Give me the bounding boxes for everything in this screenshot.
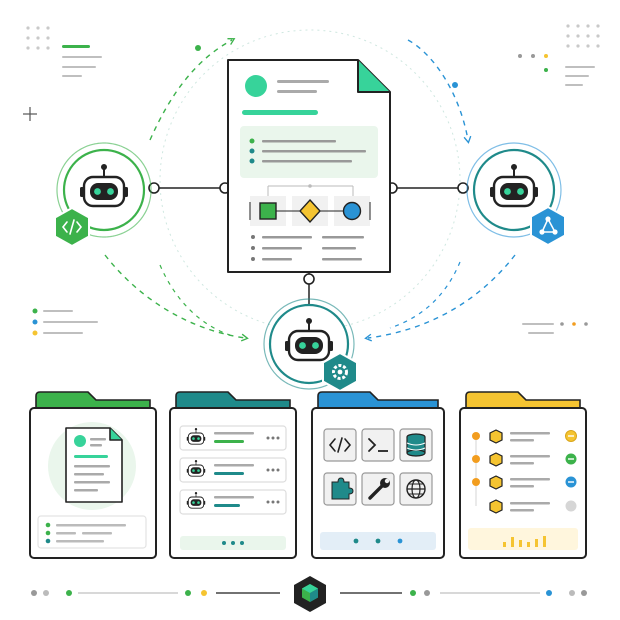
decor-dot-grid-top-right (566, 24, 600, 48)
document-avatar (245, 75, 267, 97)
agent-list-item (179, 425, 287, 451)
task-list-item (472, 452, 577, 467)
decor-lines-top-right (518, 54, 595, 86)
agent-bottom (263, 298, 358, 393)
agent-list-item (179, 489, 287, 515)
network-nodes-icon (530, 205, 566, 247)
folder-documents (29, 391, 157, 559)
database-icon (399, 428, 433, 462)
document-flowchart (249, 184, 371, 226)
flow-arrow-right-bottom (364, 254, 516, 342)
task-list-item (489, 499, 577, 514)
document-footer-lines (251, 235, 364, 261)
decor-dot-grid-top-left (26, 26, 50, 50)
puzzle-icon (323, 472, 357, 506)
decor-lines-top-left (62, 45, 102, 77)
flowchart-circle-node (342, 201, 362, 221)
footer-timeline (31, 590, 587, 596)
flow-arrow-left-top (149, 37, 236, 141)
folder-tasks (459, 391, 587, 559)
mini-bar-chart (503, 536, 546, 547)
decor-crosshair (23, 107, 37, 121)
document-heading-bar (242, 110, 318, 115)
agent-right (466, 142, 566, 247)
agent-left (54, 142, 152, 248)
agent-list-item (179, 457, 287, 483)
code-brackets-icon (54, 206, 90, 248)
flow-arrow-left-bottom-inner (159, 264, 231, 336)
task-list-item (472, 475, 577, 490)
globe-icon (399, 472, 433, 506)
folder-agents (169, 391, 297, 559)
decor-lines-mid-left (32, 308, 98, 336)
decor-lines-mid-right (522, 322, 588, 334)
gear-icon (322, 351, 358, 393)
flow-arrow-left-bottom (104, 254, 249, 342)
folder-tools (311, 391, 445, 559)
task-list-item (472, 429, 577, 444)
flowchart-square-node (259, 202, 277, 220)
flow-arrow-right-top (407, 39, 472, 144)
terminal-icon (361, 428, 395, 462)
code-icon (323, 428, 357, 462)
central-document (227, 59, 391, 273)
flow-arrow-right-bottom-inner (389, 261, 461, 329)
cube-icon (294, 576, 326, 612)
flowchart-diamond-node (299, 198, 321, 224)
wrench-icon (361, 472, 395, 506)
